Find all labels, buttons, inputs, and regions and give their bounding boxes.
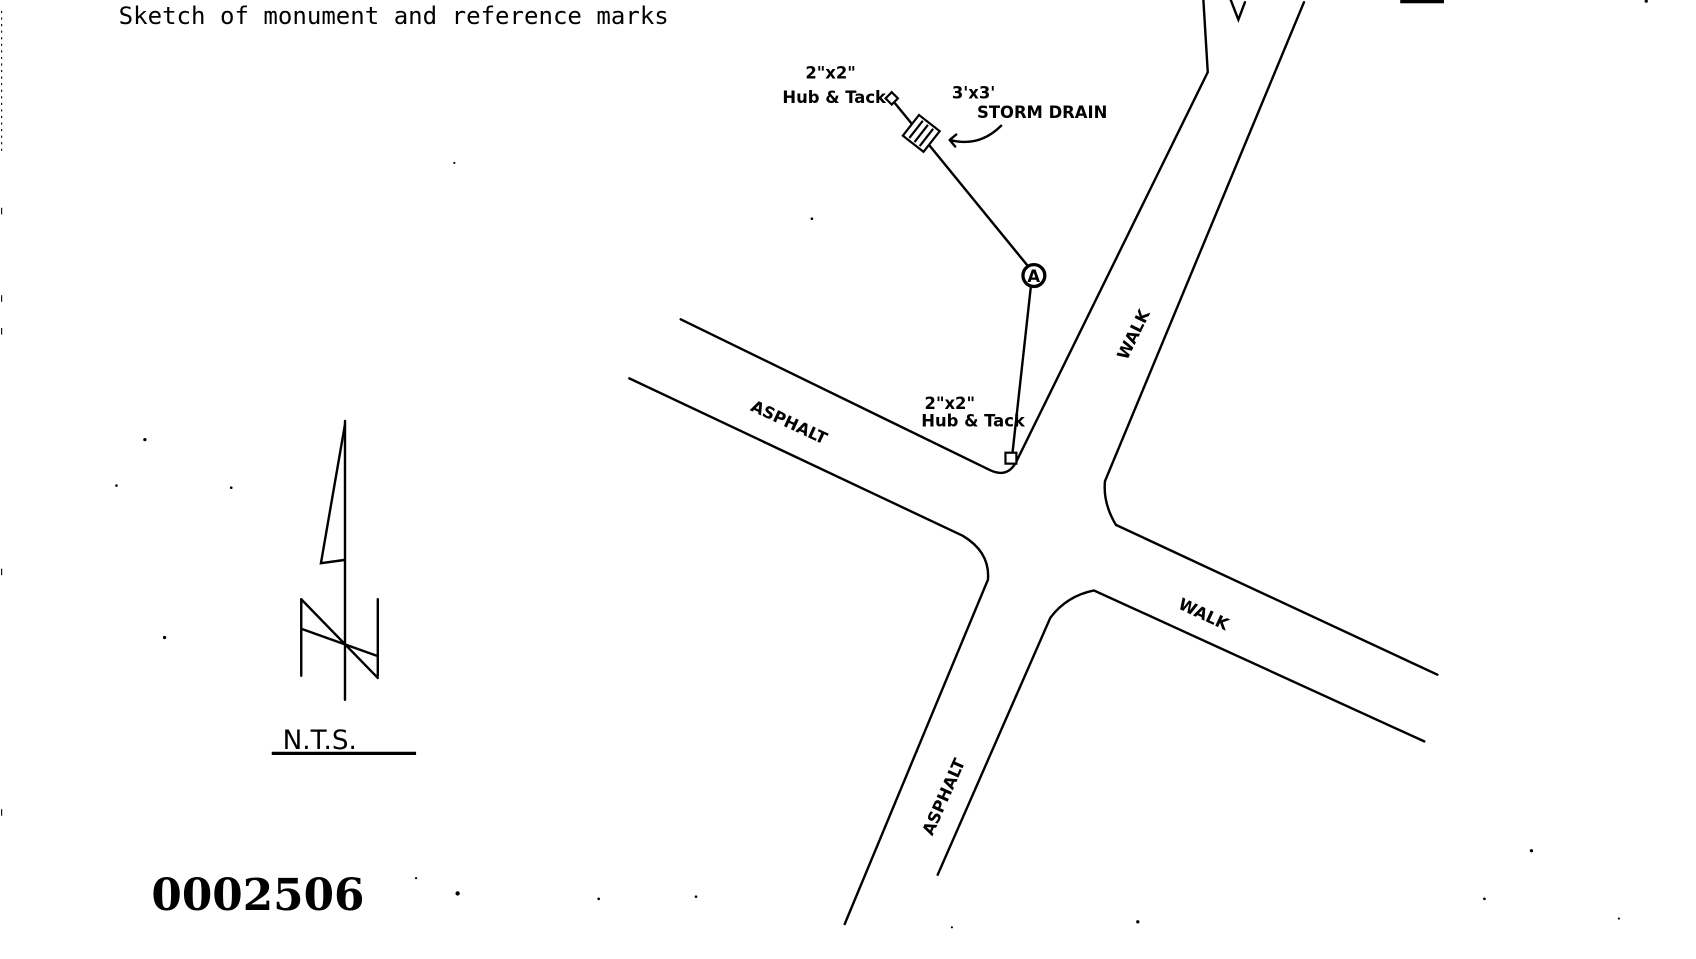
storm-drain-icon bbox=[901, 113, 942, 154]
street-label-asphalt-sw: ASPHALT bbox=[918, 755, 969, 838]
street-label-walk-ne: WALK bbox=[1113, 305, 1154, 362]
hub-tack-marker-top bbox=[884, 90, 900, 107]
hub-tack-top-label: Hub & Tack bbox=[782, 88, 887, 107]
hub-tack-marker-bottom bbox=[1004, 451, 1018, 465]
storm-drain-size: 3'x3' bbox=[952, 83, 995, 102]
reference-ties: A bbox=[884, 90, 1047, 465]
storm-drain-label: STORM DRAIN bbox=[977, 103, 1107, 122]
svg-text:A: A bbox=[1027, 267, 1040, 286]
hub-tack-bottom-size: 2"x2" bbox=[925, 394, 975, 413]
hub-tack-bottom-label: Hub & Tack bbox=[921, 411, 1026, 430]
hub-tack-top-size: 2"x2" bbox=[805, 64, 855, 83]
arrow-icon bbox=[948, 124, 1003, 148]
street-label-walk-se: WALK bbox=[1175, 594, 1232, 634]
scale-note: N.T.S. bbox=[283, 726, 357, 756]
sketch-title: Sketch of monument and reference marks bbox=[119, 2, 669, 30]
scan-noise bbox=[115, 0, 1648, 929]
document-stamp-number: 0002506 bbox=[151, 870, 364, 921]
street-lines bbox=[628, 0, 1439, 926]
monument-icon bbox=[1021, 262, 1047, 289]
north-arrow-icon bbox=[300, 419, 379, 702]
